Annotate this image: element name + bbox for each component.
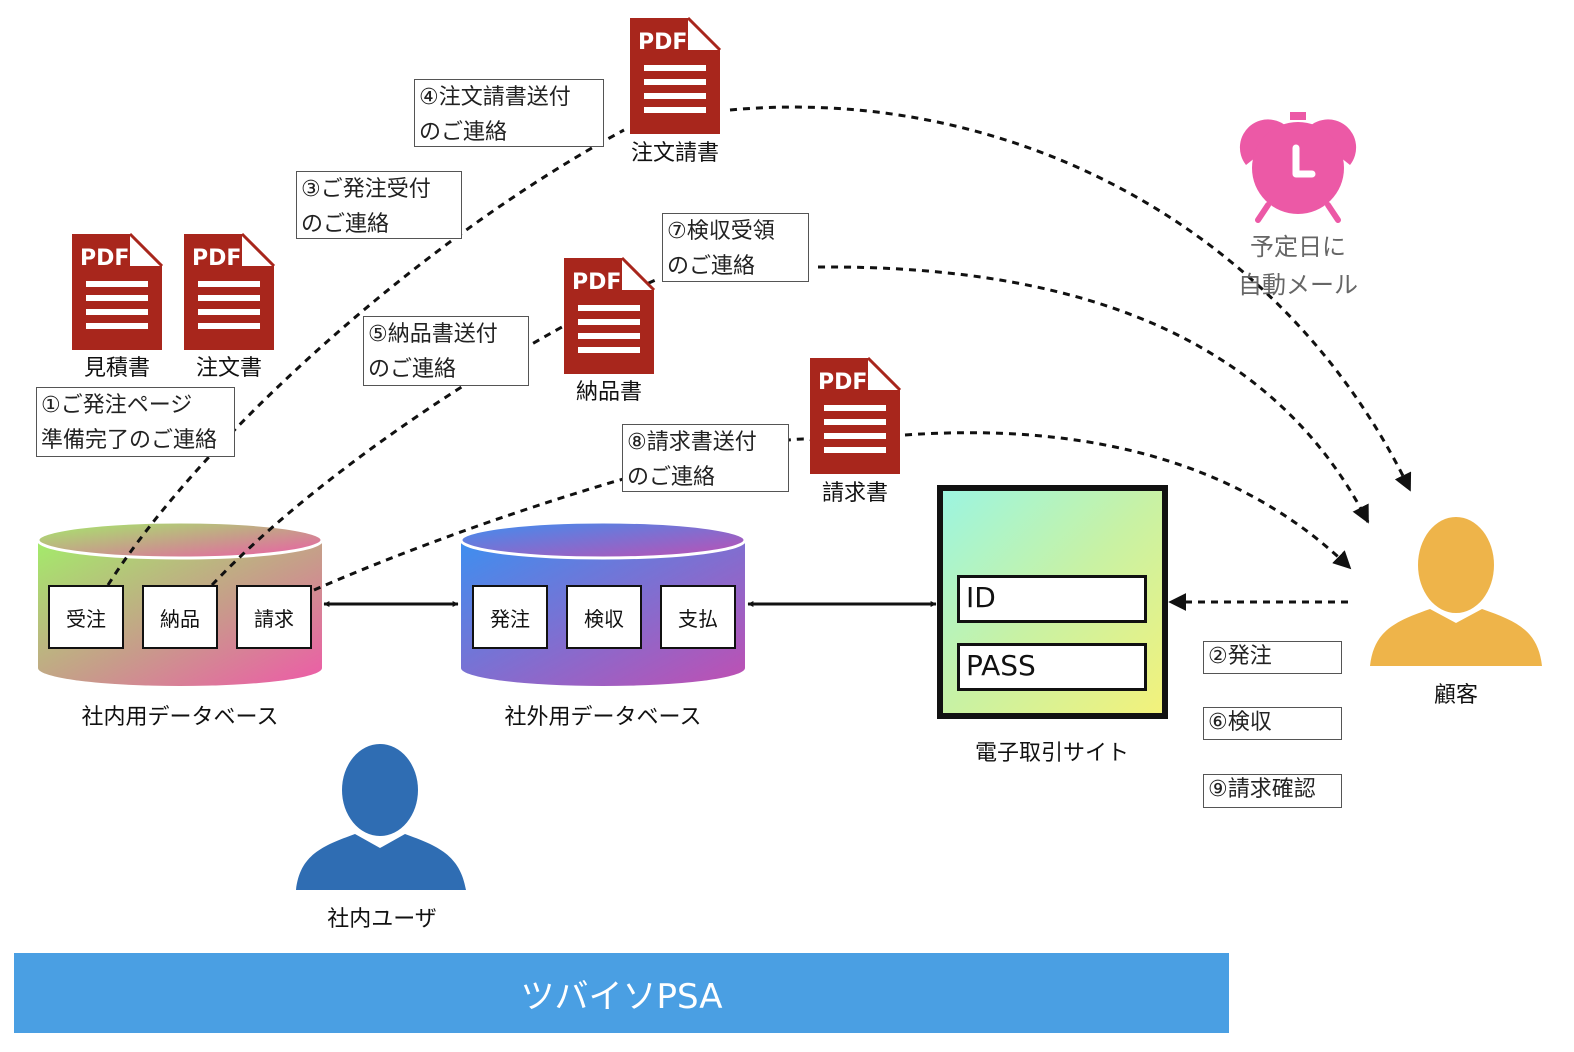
notification-order-confirmation-sent: ④注文請書送付のご連絡 xyxy=(414,79,604,147)
pdf-icon: PDF xyxy=(72,232,164,350)
notification-inspection-received: ⑦検収受領のご連絡 xyxy=(662,213,809,282)
customer-icon xyxy=(1370,517,1542,666)
order-form-document-label: 注文書 xyxy=(195,356,263,381)
external-db-cell-ordering: 発注 xyxy=(472,585,548,649)
customer-action-order: ②発注 xyxy=(1203,641,1342,674)
notification-order-page-ready: ①ご発注ページ準備完了のご連絡 xyxy=(36,387,235,457)
portal-id-field[interactable]: ID xyxy=(957,575,1147,623)
external-db-cell-payment: 支払 xyxy=(660,585,736,649)
svg-text:PDF: PDF xyxy=(80,246,129,271)
internal-db-cell-billing: 請求 xyxy=(236,585,312,649)
pdf-icon: PDF xyxy=(564,256,656,374)
portal-pass-field[interactable]: PASS xyxy=(957,643,1147,691)
svg-text:PDF: PDF xyxy=(572,270,621,295)
svg-text:PDF: PDF xyxy=(192,246,241,271)
pdf-icon: PDF xyxy=(184,232,276,350)
order-confirmation-document-label: 注文請書 xyxy=(630,141,720,166)
invoice-document-label: 請求書 xyxy=(821,481,889,506)
connector-inspection-to-customer xyxy=(817,265,1370,524)
external-db-cell-inspection: 検収 xyxy=(566,585,642,649)
internal-db-cell-orders-received: 受注 xyxy=(48,585,124,649)
portal-label: 電子取引サイト xyxy=(974,741,1130,766)
customer-label: 顧客 xyxy=(1433,683,1479,708)
pdf-icon: PDF xyxy=(630,16,722,134)
auto-email-note: 予定日に 自動メール xyxy=(1238,233,1358,299)
connector-order-confirmation-to-customer xyxy=(729,105,1412,492)
internal-user-label: 社内ユーザ xyxy=(327,907,437,932)
internal-db-label: 社内用データベース xyxy=(81,705,279,730)
notification-order-received: ③ご発注受付のご連絡 xyxy=(296,171,462,239)
customer-action-inspection: ⑥検収 xyxy=(1203,707,1342,740)
svg-text:PDF: PDF xyxy=(818,370,867,395)
platform-banner: ツバイソPSA xyxy=(14,953,1229,1033)
connector-order-page-notice xyxy=(106,128,625,586)
svg-text:PDF: PDF xyxy=(638,30,687,55)
internal-db-cell-delivery: 納品 xyxy=(142,585,218,649)
delivery-note-document-label: 納品書 xyxy=(575,380,643,405)
alarm-clock-icon xyxy=(1239,112,1357,223)
customer-action-invoice-check: ⑨請求確認 xyxy=(1203,774,1342,808)
platform-name: ツバイソPSA xyxy=(520,976,723,1017)
connector-invoice-to-customer xyxy=(904,431,1352,570)
notification-delivery-note-sent: ⑤納品書送付のご連絡 xyxy=(363,316,529,386)
external-db-label: 社外用データベース xyxy=(504,705,702,730)
internal-user-icon xyxy=(296,744,466,890)
pdf-icon: PDF xyxy=(810,356,902,474)
notification-invoice-sent: ⑧請求書送付のご連絡 xyxy=(622,424,789,492)
quote-document-label: 見積書 xyxy=(83,356,151,381)
